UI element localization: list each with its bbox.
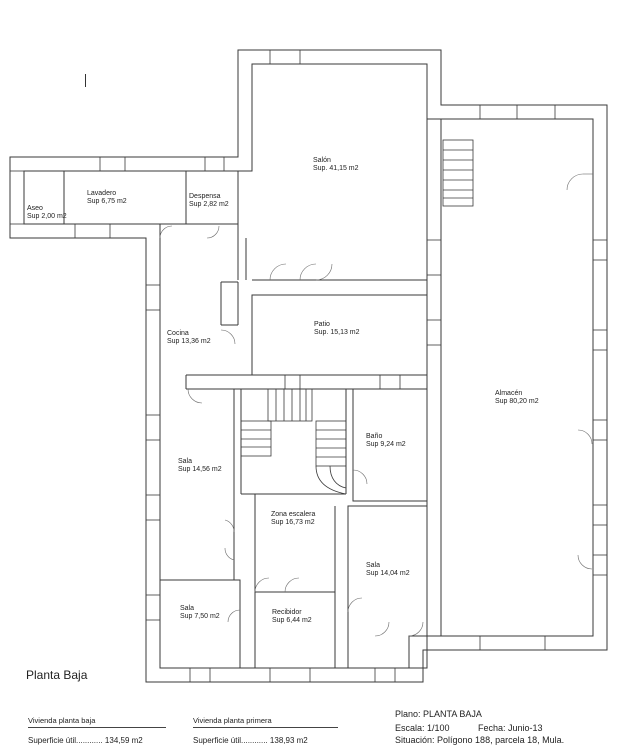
room-area: Sup 14,56 m2 <box>178 466 222 473</box>
room-name: Zona escalera <box>271 511 316 518</box>
room-name: Sala <box>178 458 193 465</box>
room-name: Salón <box>313 157 331 164</box>
summary-value: Superficie útil............ 134,59 m2 <box>28 736 143 745</box>
room-label-zona-escalera: Zona escalera Sup 16,73 m2 <box>271 511 315 527</box>
room-area: Sup 2,00 m2 <box>27 213 67 220</box>
situacion-label: Situación: Polígono 188, parcela 18, Mul… <box>395 735 565 745</box>
door-swings <box>159 173 593 637</box>
plano-label: Plano: PLANTA BAJA <box>395 709 482 719</box>
room-label-salon: Salón Sup. 41,15 m2 <box>313 157 359 173</box>
outer-walls <box>9 49 608 683</box>
room-name: Aseo <box>27 205 43 212</box>
room-name: Sala <box>180 605 195 612</box>
summary-underline <box>28 727 166 728</box>
room-area: Sup 14,04 m2 <box>366 570 410 577</box>
plan-title: Planta Baja <box>26 668 88 682</box>
stairs <box>240 139 474 495</box>
room-label-lavadero: Lavadero Sup 6,75 m2 <box>87 190 127 206</box>
room-area: Sup 9,24 m2 <box>366 441 406 448</box>
room-label-despensa: Despensa Sup 2,82 m2 <box>189 193 229 209</box>
room-area: Sup 13,36 m2 <box>167 338 211 345</box>
room-name: Recibidor <box>272 609 302 616</box>
room-area: Sup. 15,13 m2 <box>314 329 360 336</box>
room-area: Sup 6,44 m2 <box>272 617 312 624</box>
room-area: Sup 7,50 m2 <box>180 613 220 620</box>
room-label-sala: Sala Sup 14,56 m2 <box>178 458 222 474</box>
room-area: Sup 16,73 m2 <box>271 519 315 526</box>
room-area: Sup 6,75 m2 <box>87 198 127 205</box>
room-name: Almacén <box>495 390 523 397</box>
room-area: Sup. 41,15 m2 <box>313 165 359 172</box>
room-label-recibidor: Recibidor Sup 6,44 m2 <box>272 609 312 625</box>
room-name: Patio <box>314 321 330 328</box>
summary-underline <box>193 727 338 728</box>
room-name: Cocina <box>167 330 189 337</box>
room-label-cocina: Cocina Sup 13,36 m2 <box>167 330 211 346</box>
text-cursor <box>85 74 86 87</box>
summary-heading: Vivienda planta primera <box>193 716 272 725</box>
room-label-aseo: Aseo Sup 2,00 m2 <box>27 205 67 221</box>
room-label-sala: Sala Sup 7,50 m2 <box>180 605 220 621</box>
room-label-bano: Baño Sup 9,24 m2 <box>366 433 406 449</box>
summary-value: Superficie útil............ 138,93 m2 <box>193 736 308 745</box>
room-label-almacen: Almacén Sup 80,20 m2 <box>495 390 539 406</box>
room-label-patio: Patio Sup. 15,13 m2 <box>314 321 360 337</box>
room-name: Lavadero <box>87 190 117 197</box>
room-label-sala: Sala Sup 14,04 m2 <box>366 562 410 578</box>
room-area: Sup 80,20 m2 <box>495 398 539 405</box>
room-area: Sup 2,82 m2 <box>189 201 229 208</box>
room-name: Despensa <box>189 193 221 200</box>
windows <box>10 50 607 682</box>
escala-label: Escala: 1/100 <box>395 723 450 733</box>
room-name: Sala <box>366 562 381 569</box>
fecha-label: Fecha: Junio-13 <box>478 723 543 733</box>
summary-heading: Vivienda planta baja <box>28 716 96 725</box>
room-name: Baño <box>366 433 383 440</box>
